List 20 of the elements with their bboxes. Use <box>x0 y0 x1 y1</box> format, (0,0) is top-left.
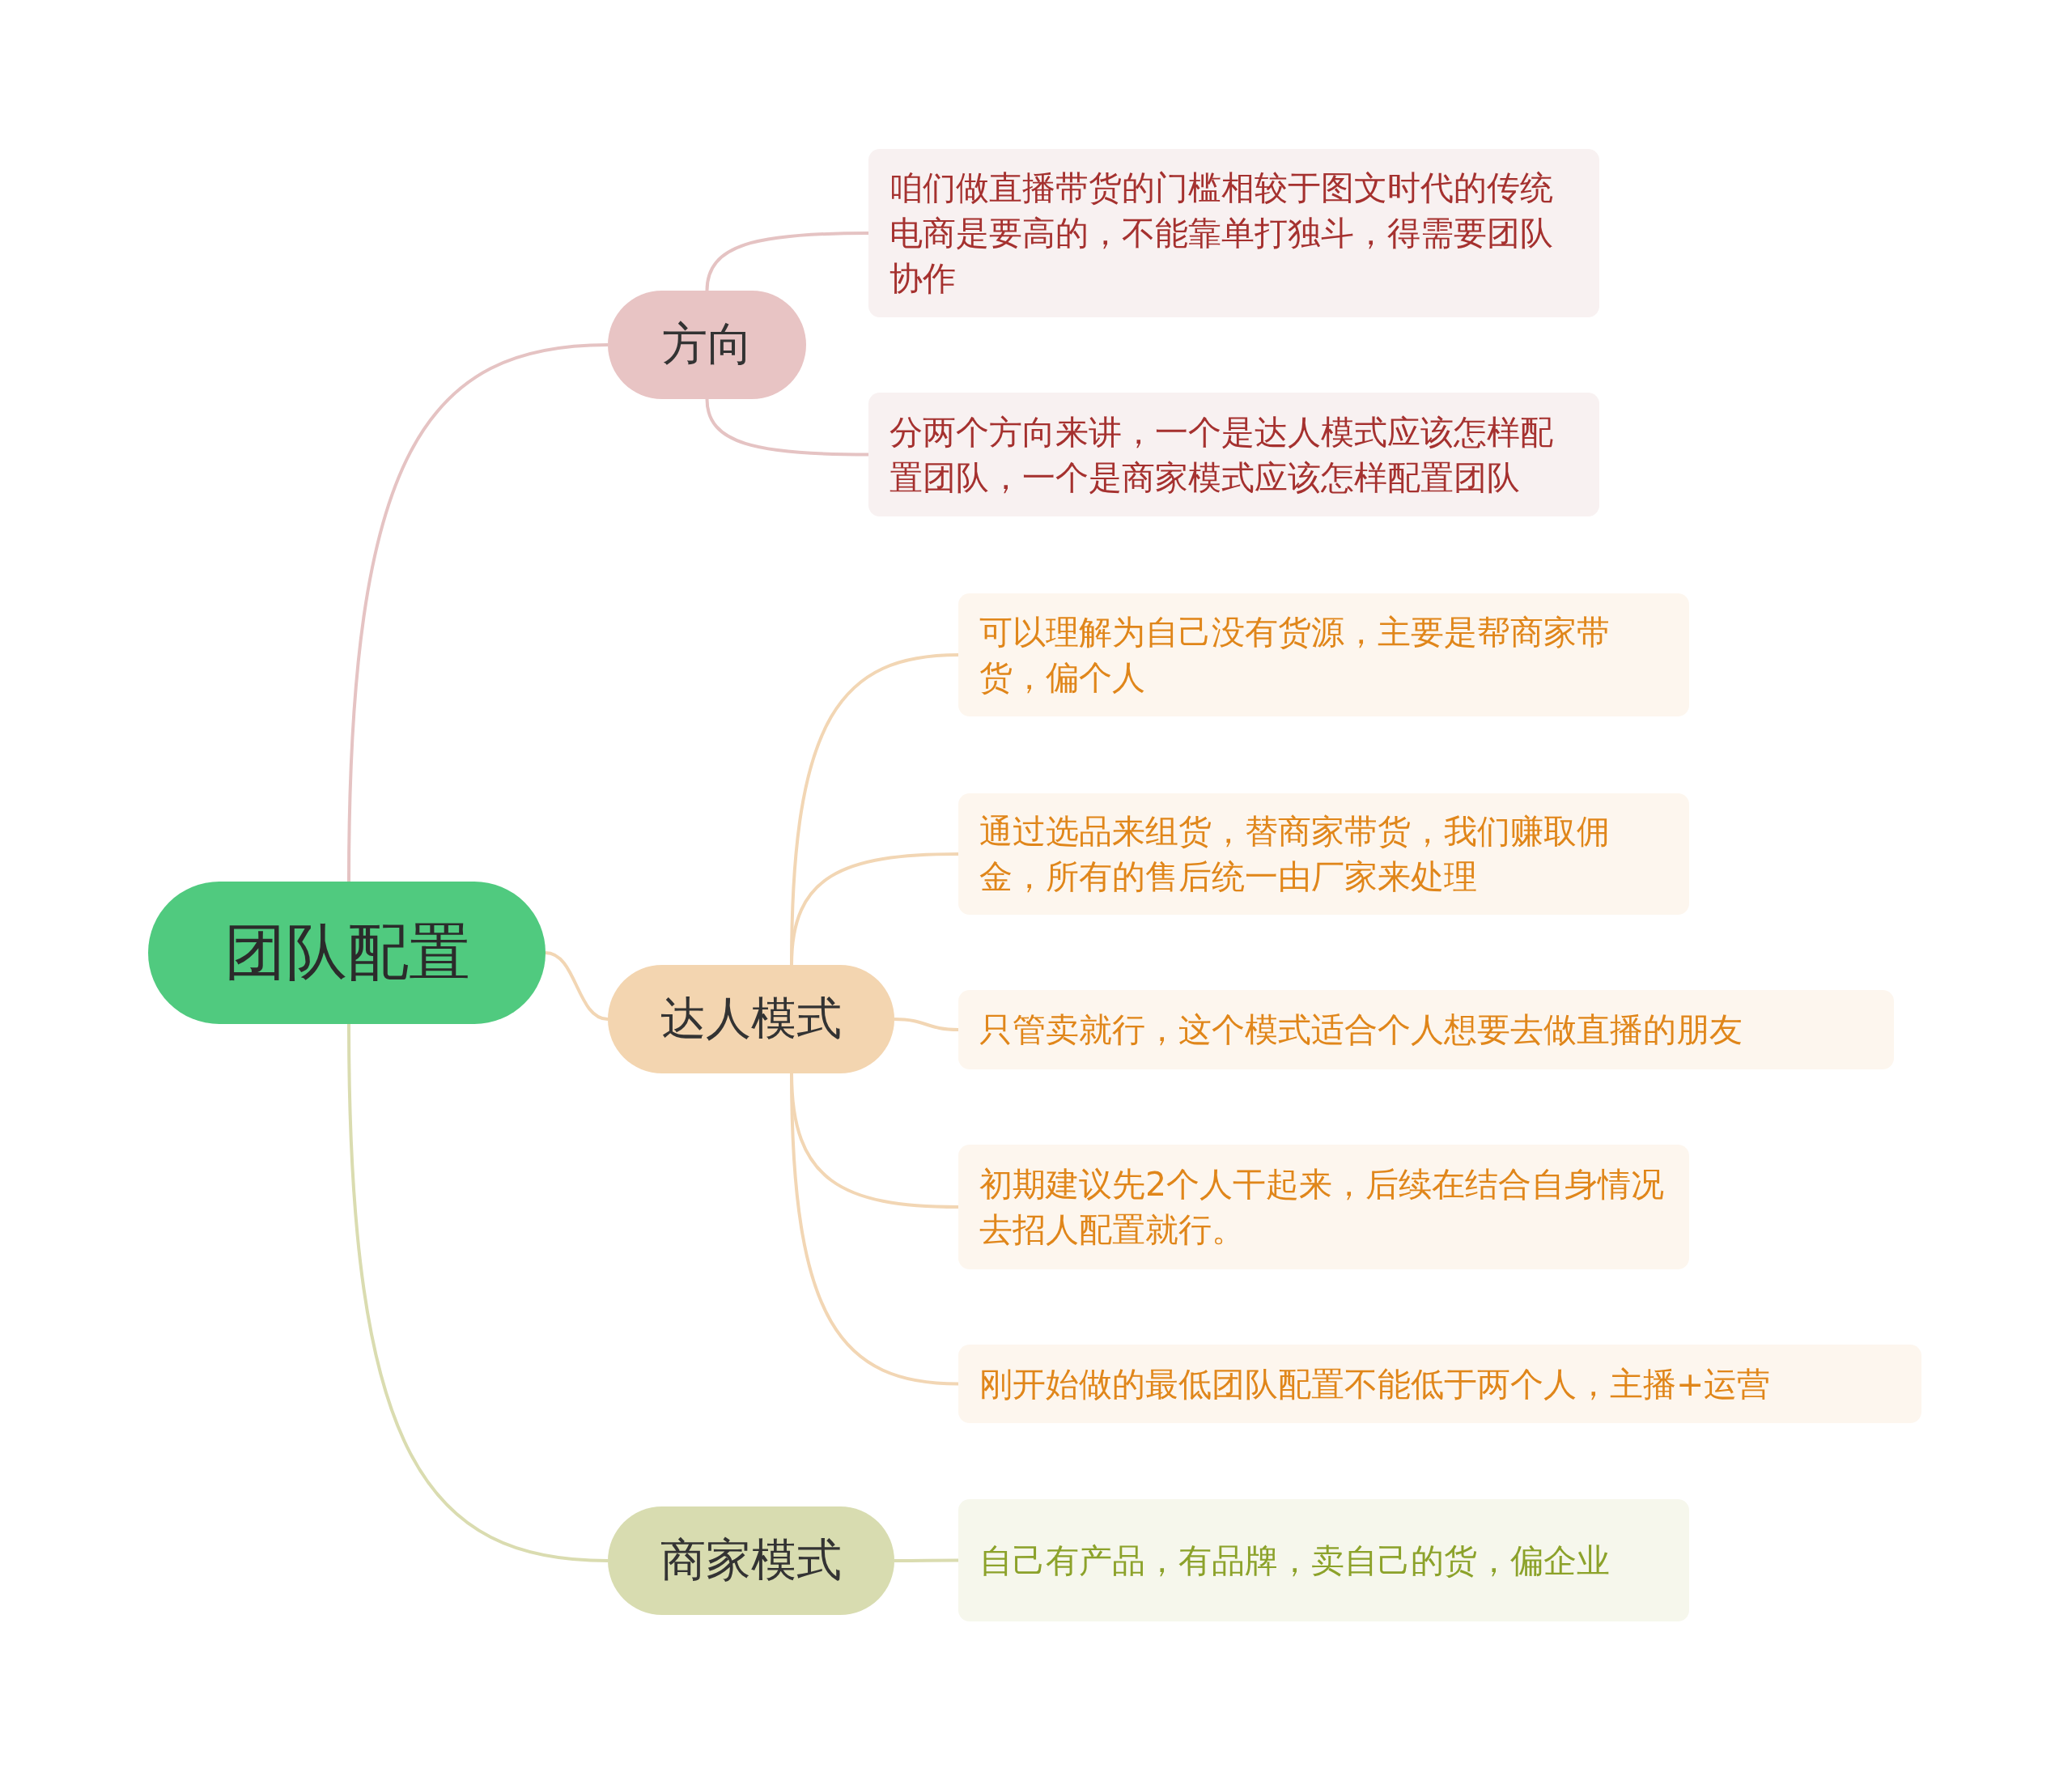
note-card: 只管卖就行，这个模式适合个人想要去做直播的朋友 <box>958 990 1894 1069</box>
note-card: 咱们做直播带货的门槛相较于图文时代的传统电商是要高的，不能靠单打独斗，得需要团队协作 <box>868 149 1599 317</box>
note-card: 刚开始做的最低团队配置不能低于两个人，主播+运营 <box>958 1345 1921 1423</box>
note-card: 分两个方向来讲，一个是达人模式应该怎样配置团队，一个是商家模式应该怎样配置团队 <box>868 393 1599 516</box>
note-card: 初期建议先2个人干起来，后续在结合自身情况去招人配置就行。 <box>958 1145 1689 1269</box>
topic-pill: 达人模式 <box>608 965 894 1073</box>
connector-line <box>705 232 869 291</box>
connector-line <box>545 951 609 1021</box>
note-card: 可以理解为自己没有货源，主要是帮商家带货，偏个人 <box>958 593 1689 716</box>
topic-pill: 方向 <box>608 291 806 399</box>
topic-pill: 商家模式 <box>608 1506 894 1615</box>
note-card: 自己有产品，有品牌，卖自己的货，偏企业 <box>958 1499 1689 1621</box>
connector-line <box>894 1018 959 1031</box>
root-topic: 团队配置 <box>148 882 546 1024</box>
connector-line <box>894 1558 958 1562</box>
connector-line <box>347 1023 609 1562</box>
connector-line <box>790 852 959 966</box>
note-card: 通过选品来组货，替商家带货，我们赚取佣金，所有的售后统一由厂家来处理 <box>958 793 1689 915</box>
connector-line <box>705 398 869 457</box>
connector-line <box>347 343 609 882</box>
